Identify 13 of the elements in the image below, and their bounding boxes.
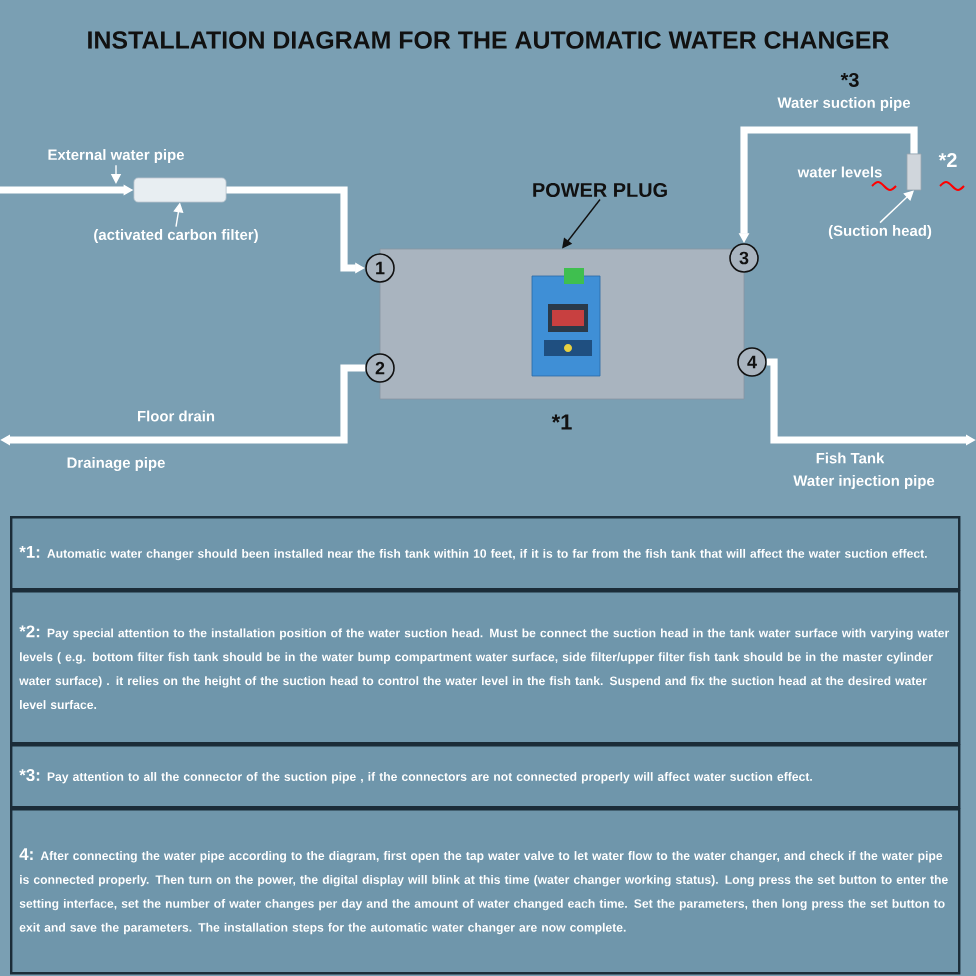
port-number: 2 — [365, 353, 395, 383]
port-number: 3 — [729, 243, 759, 273]
callout-text: POWER PLUG — [533, 182, 667, 198]
pipe-label: *3 — [840, 72, 859, 88]
suction-head-drawing — [906, 153, 922, 191]
port-number: 1 — [365, 253, 395, 283]
leader-arrow — [879, 190, 914, 224]
callout-mark: *1 — [551, 414, 572, 430]
title: INSTALLATION DIAGRAM FOR THE AUTOMATIC WATER CHANGER — [88, 31, 889, 49]
callout-mark: *2 — [938, 153, 957, 167]
leader-arrow — [562, 198, 601, 249]
port-number: 4 — [737, 347, 767, 377]
filter-drawing — [133, 177, 227, 203]
